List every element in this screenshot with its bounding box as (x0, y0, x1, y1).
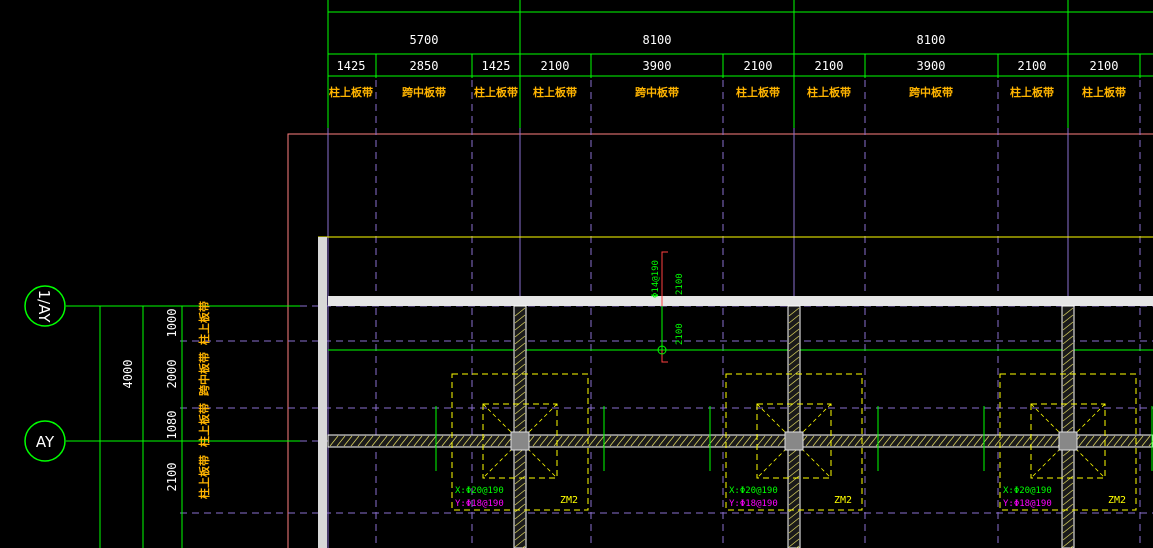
subspan-dimension: 2100 (1018, 59, 1047, 73)
top-wall (328, 296, 1153, 306)
axis-bubble-upper[interactable] (24, 285, 66, 327)
column (784, 431, 804, 451)
vertical-beam-hatch (514, 307, 1074, 548)
subspan-dimension: 2100 (1090, 59, 1119, 73)
top-dimension-lines (327, 0, 1153, 128)
strip-label: 柱上板带 (1082, 85, 1126, 99)
column-cap-name: ZM2 (834, 495, 852, 506)
vertical-beams (513, 305, 1075, 548)
strip-label: 柱上板带 (329, 85, 373, 99)
center-rebar-dim-a: 2100 (675, 273, 685, 295)
strip-label: 跨中板带 (909, 85, 953, 99)
column-cap-name: ZM2 (1108, 495, 1126, 506)
drop-panel-outline (451, 373, 589, 511)
left-subdimension: 2000 (165, 360, 179, 389)
subspan-dimension: 1425 (482, 59, 511, 73)
strip-label: 柱上板带 (533, 85, 577, 99)
subspan-dimension: 2850 (410, 59, 439, 73)
strip-label: 柱上板带 (1010, 85, 1054, 99)
left-subdimension: 1000 (165, 309, 179, 338)
total-dimension: 4000 (121, 360, 135, 389)
rebar-x-label: X:Φ20@190 (455, 486, 504, 496)
column-cap-name: ZM2 (560, 495, 578, 506)
subspan-dimension: 2100 (541, 59, 570, 73)
drop-panel-outline (999, 373, 1137, 511)
left-dimension-lines (66, 305, 300, 548)
rebar-y-label: Y:Φ18@190 (1003, 499, 1052, 509)
left-strip-label: 柱上板带 (197, 403, 211, 447)
axis-bubble-lower[interactable] (24, 420, 66, 462)
strip-boundaries-vertical (375, 80, 1141, 548)
column (510, 431, 530, 451)
subspan-dimension: 3900 (917, 59, 946, 73)
span-dimension: 8100 (643, 33, 672, 47)
axis-label-lower: AY (36, 433, 55, 451)
center-rebar-label: Φ14@190 (651, 260, 661, 298)
left-strip-label: 跨中板带 (197, 352, 211, 396)
column (1058, 431, 1078, 451)
axis-label-upper: 1/AY (35, 290, 53, 324)
capital-outline (482, 403, 558, 479)
center-rebar-dim-b: 2100 (675, 323, 685, 345)
capital-outline (1030, 403, 1106, 479)
capital-outline (756, 403, 832, 479)
left-strip-label: 柱上板带 (197, 301, 211, 345)
subspan-dimension: 1425 (337, 59, 366, 73)
strip-label: 跨中板带 (402, 85, 446, 99)
rebar-y-label: Y:Φ18@190 (729, 499, 778, 509)
left-subdimension: 1080 (165, 411, 179, 440)
drop-panel-outline (725, 373, 863, 511)
center-rebar-callout (657, 251, 668, 363)
subspan-dimension: 2100 (815, 59, 844, 73)
strip-label: 柱上板带 (807, 85, 851, 99)
subspan-dimension: 3900 (643, 59, 672, 73)
strip-label: 柱上板带 (736, 85, 780, 99)
rebar-x-label: X:Φ20@190 (729, 486, 778, 496)
strip-label: 跨中板带 (635, 85, 679, 99)
span-dimension: 5700 (410, 33, 439, 47)
left-subdimension: 2100 (165, 463, 179, 492)
strip-label: 柱上板带 (474, 85, 518, 99)
grid-lines (327, 80, 1069, 548)
subspan-dimension: 2100 (744, 59, 773, 73)
left-wall (318, 237, 327, 548)
span-dimension: 8100 (917, 33, 946, 47)
rebar-x-label: X:Φ20@190 (1003, 486, 1052, 496)
rebar-y-label: Y:Φ18@190 (455, 499, 504, 509)
left-strip-label: 柱上板带 (197, 455, 211, 499)
